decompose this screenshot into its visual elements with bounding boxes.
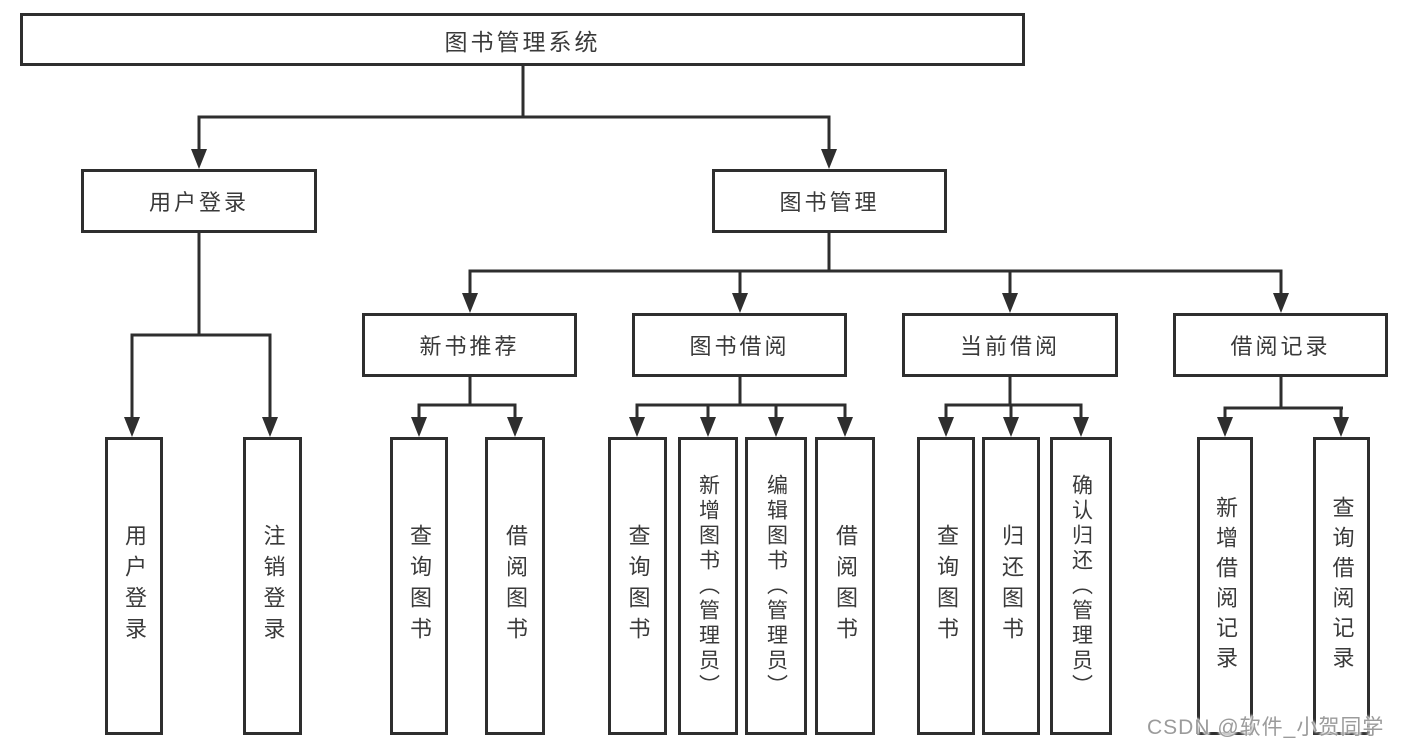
node-label: 图书借阅 bbox=[689, 334, 790, 359]
leaf-cb-query-books: 查询图书 bbox=[917, 437, 975, 735]
leaf-bb-add-books: 新增图书（管理员） bbox=[678, 437, 738, 735]
node-label: 图书管理 bbox=[779, 190, 880, 215]
leaf-label: 借阅图书 bbox=[503, 524, 528, 648]
node-borrowing-records: 借阅记录 bbox=[1173, 313, 1388, 377]
node-user-login: 用户登录 bbox=[81, 169, 317, 233]
node-new-book-recommend: 新书推荐 bbox=[362, 313, 577, 377]
leaf-logout: 注销登录 bbox=[243, 437, 302, 735]
node-label: 新书推荐 bbox=[419, 334, 520, 359]
node-label: 当前借阅 bbox=[959, 334, 1060, 359]
leaf-label: 查询图书 bbox=[407, 524, 432, 648]
node-book-borrowing: 图书借阅 bbox=[632, 313, 847, 377]
leaf-br-add-record: 新增借阅记录 bbox=[1197, 437, 1253, 735]
leaf-bb-edit-books: 编辑图书（管理员） bbox=[745, 437, 807, 735]
leaf-user-login: 用户登录 bbox=[105, 437, 163, 735]
leaf-label: 用户登录 bbox=[122, 524, 147, 648]
leaf-cb-confirm-return: 确认归还（管理员） bbox=[1050, 437, 1112, 735]
leaf-label: 编辑图书（管理员） bbox=[764, 473, 788, 699]
node-label: 图书管理系统 bbox=[444, 28, 601, 55]
node-library-management-system: 图书管理系统 bbox=[20, 13, 1025, 66]
leaf-br-query-record: 查询借阅记录 bbox=[1313, 437, 1370, 735]
node-current-borrowing: 当前借阅 bbox=[902, 313, 1118, 377]
leaf-label: 新增图书（管理员） bbox=[696, 473, 720, 699]
leaf-label: 借阅图书 bbox=[833, 524, 858, 648]
leaf-cb-return-books: 归还图书 bbox=[982, 437, 1040, 735]
node-label: 借阅记录 bbox=[1230, 334, 1331, 359]
leaf-label: 查询图书 bbox=[934, 524, 959, 648]
leaf-label: 查询借阅记录 bbox=[1329, 496, 1355, 676]
node-label: 用户登录 bbox=[148, 190, 249, 215]
node-book-management: 图书管理 bbox=[712, 169, 947, 233]
leaf-bb-borrow-books: 借阅图书 bbox=[815, 437, 875, 735]
leaf-rec-query-books: 查询图书 bbox=[390, 437, 448, 735]
leaf-label: 注销登录 bbox=[260, 524, 286, 648]
leaf-bb-query-books: 查询图书 bbox=[608, 437, 667, 735]
leaf-rec-borrow-books: 借阅图书 bbox=[485, 437, 545, 735]
leaf-label: 新增借阅记录 bbox=[1213, 496, 1238, 676]
leaf-label: 确认归还（管理员） bbox=[1069, 473, 1093, 699]
csdn-watermark: CSDN @软件_小贺同学 bbox=[1147, 716, 1385, 739]
arrowheads bbox=[124, 149, 1349, 437]
leaf-label: 查询图书 bbox=[625, 524, 651, 648]
leaf-label: 归还图书 bbox=[999, 524, 1024, 648]
